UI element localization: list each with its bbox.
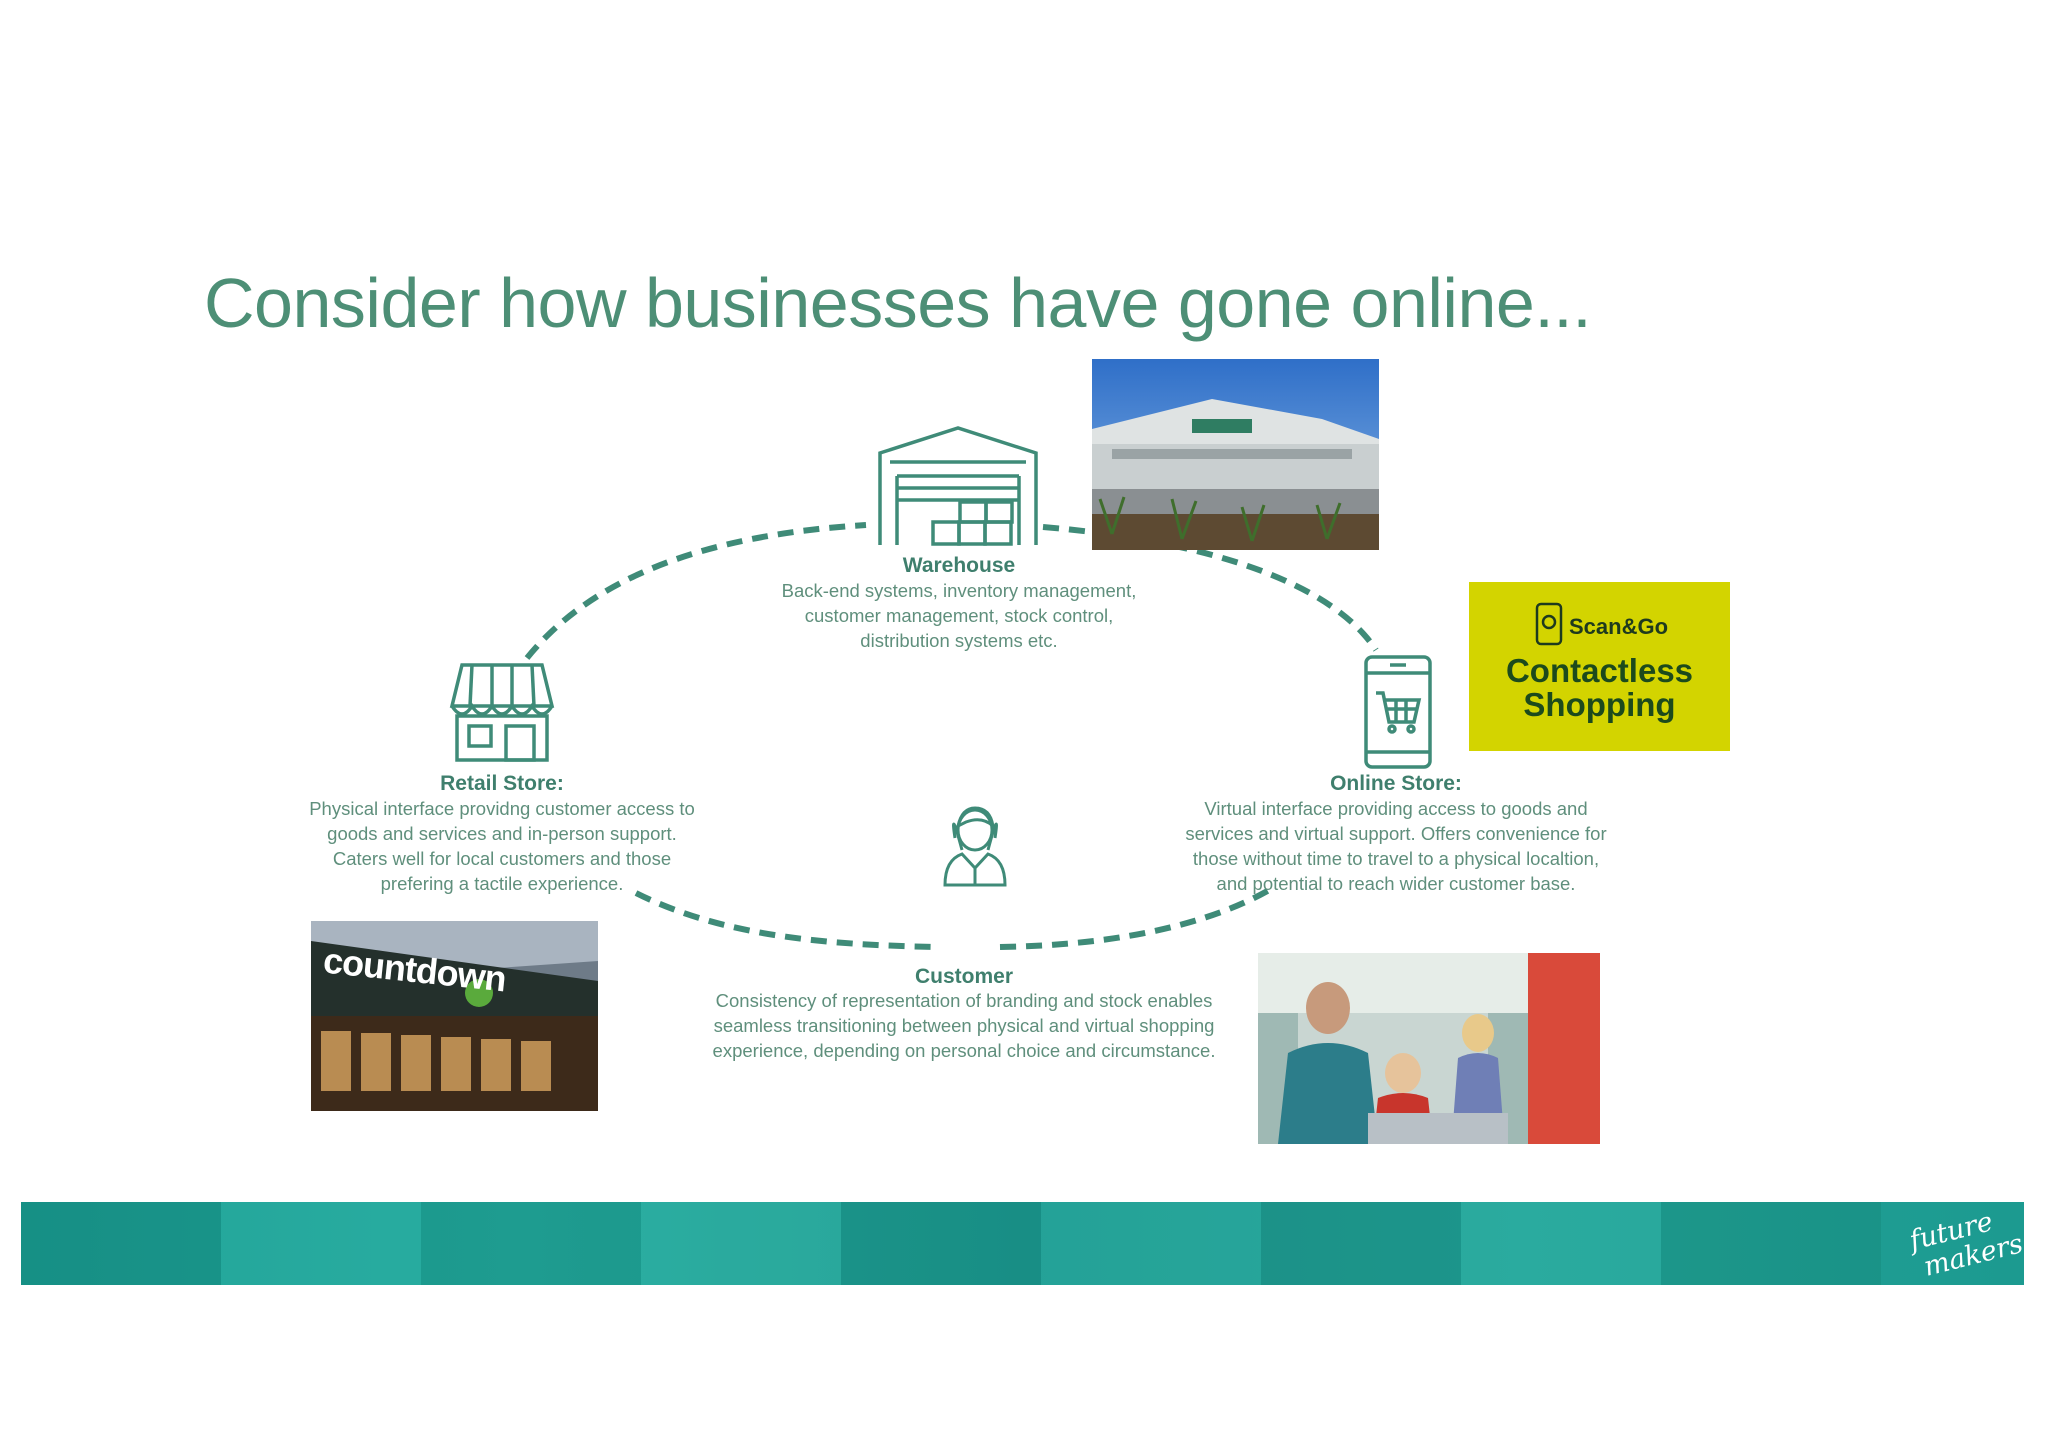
warehouse-heading: Warehouse [902, 554, 1016, 577]
online-desc-line: Virtual interface providing access to go… [1204, 798, 1588, 819]
band-photo-tile [1461, 1202, 1661, 1285]
customer-description: Consistency of representation of brandin… [684, 988, 1244, 1063]
warehouse-photo [1092, 359, 1379, 550]
person-icon [943, 806, 1007, 887]
band-photo-tile [221, 1202, 421, 1285]
shoppers-photo [1258, 953, 1600, 1144]
warehouse-description: Back-end systems, inventory management, … [719, 578, 1199, 653]
warehouse-desc-line: distribution systems etc. [860, 630, 1058, 651]
warehouse-desc-line: Back-end systems, inventory management, [781, 580, 1137, 601]
scan-go-phone-icon [1535, 602, 1563, 646]
retail-heading: Retail Store: [440, 772, 564, 795]
customer-desc-line: Consistency of representation of brandin… [715, 990, 1213, 1011]
band-photo-tile [1261, 1202, 1461, 1285]
connector-retail-warehouse [524, 522, 867, 660]
storefront-icon [449, 663, 555, 762]
future-makers-logo: future makers [1893, 1206, 2027, 1282]
online-heading: Online Store: [1330, 772, 1462, 795]
band-photo-tile [21, 1202, 221, 1285]
scan-go-title-line: Contactless [1505, 652, 1694, 689]
scan-go-title: Contactless Shopping [1469, 654, 1730, 722]
online-desc-line: services and virtual support. Offers con… [1185, 823, 1607, 844]
scan-go-badge: Scan&Go Contactless Shopping [1469, 582, 1730, 751]
retail-description: Physical interface providng customer acc… [272, 796, 732, 896]
footer-band [21, 1202, 2024, 1285]
online-desc-line: and potential to reach wider customer ba… [1216, 873, 1576, 894]
warehouse-desc-line: customer management, stock control, [804, 605, 1114, 626]
retail-desc-line: Caters well for local customers and thos… [332, 848, 672, 869]
customer-heading: Customer [914, 965, 1014, 988]
band-photo-tile [1041, 1202, 1261, 1285]
customer-desc-line: seamless transitioning between physical … [713, 1015, 1215, 1036]
retail-desc-line: prefering a tactile experience. [380, 873, 624, 894]
connector-customer-online [999, 883, 1278, 950]
scan-go-brand: Scan&Go [1569, 614, 1669, 639]
band-photo-tile [1661, 1202, 1881, 1285]
retail-desc-line: goods and services and in-person support… [327, 823, 677, 844]
scan-go-title-line: Shopping [1523, 686, 1676, 723]
band-photo-tile [841, 1202, 1041, 1285]
retail-desc-line: Physical interface providng customer acc… [309, 798, 695, 819]
online-desc-line: those without time to travel to a physic… [1192, 848, 1600, 869]
phone-cart-icon [1364, 655, 1432, 769]
band-photo-tile [421, 1202, 641, 1285]
band-photo-tile [641, 1202, 841, 1285]
slide-title: Consider how businesses have gone online… [204, 264, 1592, 342]
customer-desc-line: experience, depending on personal choice… [712, 1040, 1216, 1061]
online-description: Virtual interface providing access to go… [1146, 796, 1646, 896]
connector-retail-customer [634, 890, 941, 950]
warehouse-icon [878, 426, 1038, 546]
storefront-photo: countdown [311, 921, 598, 1111]
